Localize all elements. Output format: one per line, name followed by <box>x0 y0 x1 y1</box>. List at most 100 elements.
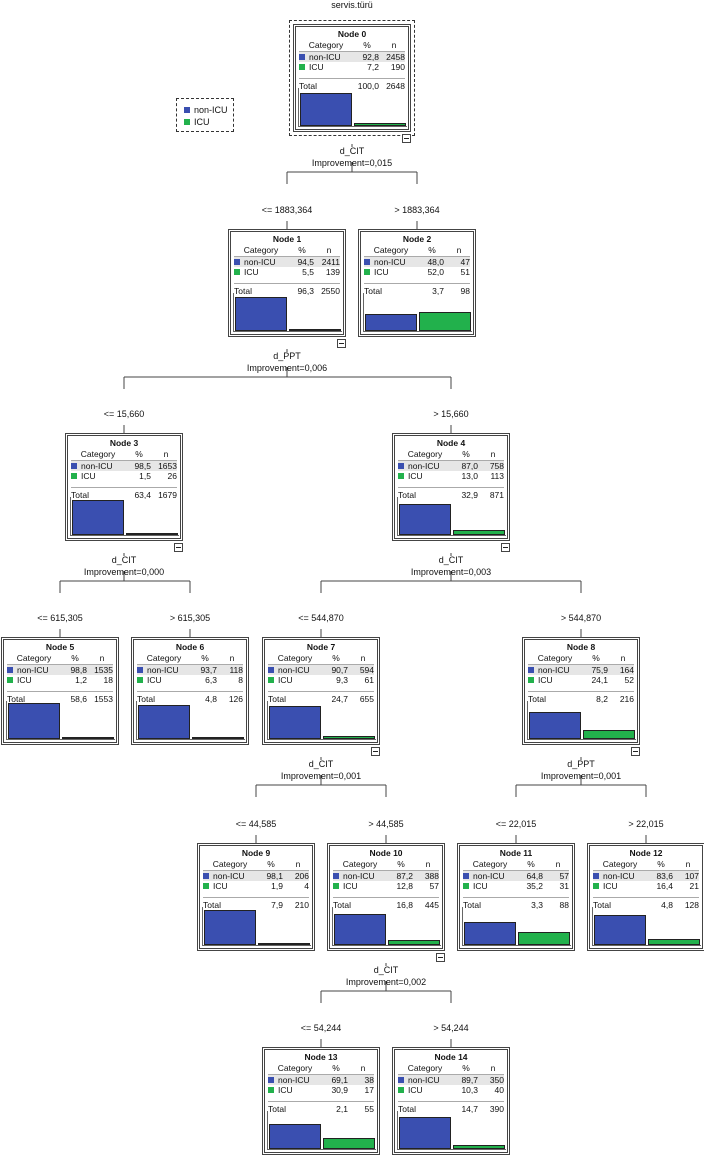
header-percent: % <box>332 1063 340 1073</box>
swatch-non-icu <box>463 872 469 879</box>
swatch-non-icu <box>299 53 305 60</box>
category-label: non-ICU <box>374 256 406 267</box>
category-label: non-ICU <box>603 870 635 881</box>
collapse-toggle[interactable] <box>174 543 183 552</box>
row-percent: 5,5 <box>302 267 314 277</box>
total-count: 128 <box>684 899 699 910</box>
row-percent: 98,1 <box>266 870 283 881</box>
bar-non-icu <box>269 1124 321 1149</box>
total-percent: 2,1 <box>336 1103 348 1114</box>
collapse-toggle[interactable] <box>436 953 445 962</box>
category-label: ICU <box>17 675 32 685</box>
row-category: ICU <box>137 675 191 686</box>
node-table-header: Category% n <box>398 1063 504 1075</box>
swatch-icu <box>398 473 404 480</box>
total-percent: 3,3 <box>531 899 543 910</box>
total-count: 445 <box>424 899 439 910</box>
legend-swatch-non-icu <box>184 107 190 113</box>
row-count: 52 <box>624 675 634 685</box>
row-count: 47 <box>460 256 470 267</box>
row-category: ICU <box>528 675 582 686</box>
row-count: 206 <box>294 870 309 881</box>
header-percent: % <box>462 1063 470 1073</box>
node-table-header: Category%n <box>299 40 405 52</box>
collapse-toggle[interactable] <box>501 543 510 552</box>
row-category: ICU <box>268 675 322 686</box>
row-count: 1535 <box>94 664 113 675</box>
swatch-icu <box>268 677 274 684</box>
header-n: n <box>229 653 235 663</box>
collapse-toggle[interactable] <box>337 339 346 348</box>
row-count: 51 <box>460 267 470 277</box>
bar-icu <box>518 932 570 945</box>
split-left-condition: <= 54,244 <box>300 1023 342 1033</box>
header-n: n <box>620 653 626 663</box>
row-percent: 52,0 <box>427 267 444 277</box>
row-category: non-ICU <box>7 665 61 676</box>
row-count: 164 <box>619 664 634 675</box>
category-label: ICU <box>278 1085 293 1095</box>
header-n: n <box>490 449 496 459</box>
total-label: Total <box>463 899 481 910</box>
bar-non-icu <box>8 703 60 739</box>
bar-icu <box>388 940 440 945</box>
header-n: n <box>99 653 105 663</box>
row-percent: 35,2 <box>526 881 543 891</box>
header-percent: % <box>135 449 143 459</box>
node-bar-chart <box>70 497 179 536</box>
total-percent: 7,9 <box>271 899 283 910</box>
row-percent: 90,7 <box>331 664 348 675</box>
header-n: n <box>295 859 301 869</box>
total-count: 210 <box>294 899 309 910</box>
header-n: n <box>490 1063 496 1073</box>
header-category: Category <box>407 1063 443 1073</box>
swatch-icu <box>234 269 240 276</box>
collapse-toggle[interactable] <box>371 747 380 756</box>
node-table-header: Category%n <box>268 653 374 665</box>
header-n: n <box>391 40 397 50</box>
header-percent: % <box>363 40 371 50</box>
swatch-non-icu <box>203 872 209 879</box>
node-table-header: Category%n <box>137 653 243 665</box>
category-label: non-ICU <box>278 1074 310 1085</box>
row-category: ICU <box>398 471 452 482</box>
category-label: ICU <box>278 675 293 685</box>
row-percent: 7,2 <box>367 62 379 72</box>
row-category: ICU <box>7 675 61 686</box>
row-count: 57 <box>559 870 569 881</box>
bar-icu <box>192 736 244 739</box>
node-title: Node 13 <box>304 1052 338 1062</box>
total-count: 2550 <box>321 285 340 296</box>
bar-non-icu <box>334 913 386 945</box>
header-percent: % <box>592 653 600 663</box>
category-label: non-ICU <box>147 664 179 675</box>
row-count: 31 <box>559 881 569 891</box>
header-category: Category <box>146 653 182 663</box>
node-bar-chart <box>6 701 115 740</box>
collapse-toggle[interactable] <box>402 134 411 143</box>
collapse-toggle[interactable] <box>631 747 640 756</box>
node-title: Node 10 <box>369 848 403 858</box>
row-count: 139 <box>325 267 340 277</box>
